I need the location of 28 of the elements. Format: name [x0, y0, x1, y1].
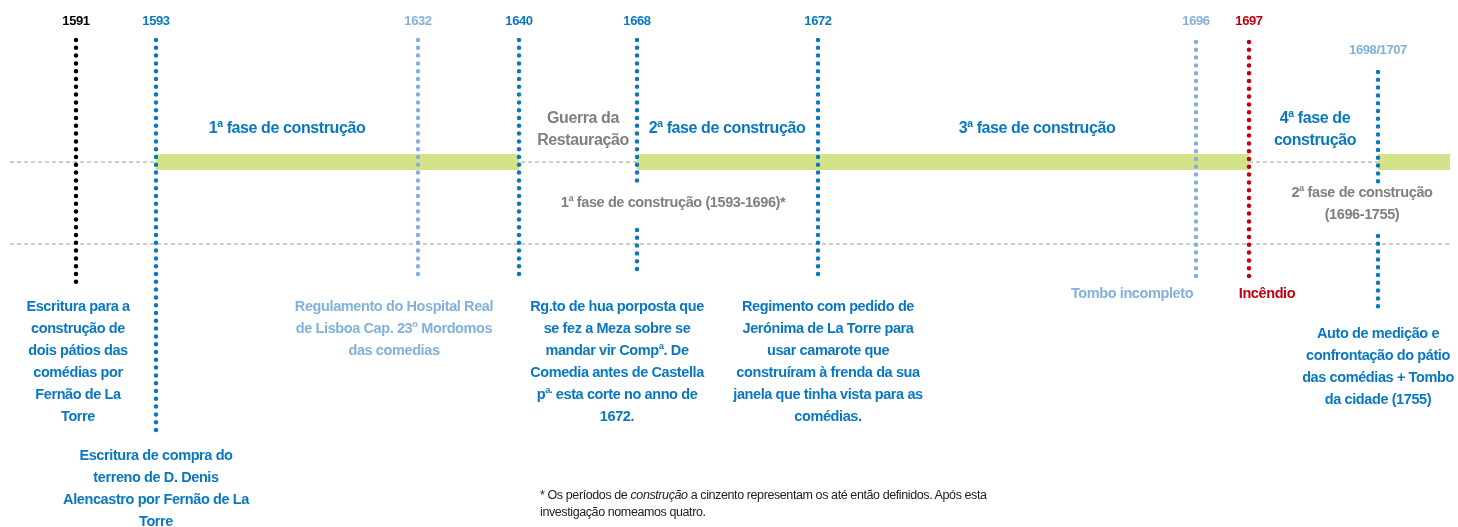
year-label: 1640 — [504, 13, 534, 29]
year-label: 1591 — [61, 13, 91, 29]
year-label: 1672 — [803, 13, 833, 29]
phase-label: 4$^{a}$ fase de construção — [1272, 107, 1358, 150]
event-text: Regimento com pedido de Jerónima de La Torre para usar camarote que construíram à frenda da sua janela que tinha vista para as comédias. — [732, 297, 924, 426]
year-label: 1696 — [1181, 13, 1211, 29]
event-text: Regulamento do Hospital Real de Lisboa Cap. 23$^{o}$ Mordomos das comedias — [293, 297, 495, 360]
former-phase-label: 1$^{a}$ fase de construção (1593-1696)* — [559, 191, 787, 212]
former-phase-label: 2$^{a}$ fase de construção (1696-1755) — [1290, 181, 1434, 224]
event-text: Rg.to de hua porposta que se fez a Meza sobre se mandar vir Comp$^{a}$. De Comedia antes de Castella p$^{a.}$ esta corte no anno de 1672. — [529, 297, 706, 426]
year-label: 1668 — [622, 13, 652, 29]
phase-label: 2$^{a}$ fase de construção — [647, 117, 807, 138]
footnote-text: * Os períodos de construção a cinzento representam os até então definidos. Após esta investigação nomeamos quatro. — [540, 487, 988, 521]
year-label: 1697 — [1234, 13, 1264, 29]
phase-bar — [1378, 154, 1450, 170]
phase-label: 1$^{a}$ fase de construção — [207, 117, 367, 138]
phase-bar — [637, 154, 1249, 170]
phase-label: 3$^{a}$ fase de construção — [957, 117, 1117, 138]
event-text: Auto de medição e confrontação do pátio das comédias + Tombo da cidade (1755) — [1301, 324, 1455, 409]
year-label: 1593 — [141, 13, 171, 29]
year-label: 1632 — [403, 13, 433, 29]
event-text: Escritura de compra do terreno de D. Denis Alencastro por Fernão de La Torre — [62, 446, 251, 527]
phase-bar — [156, 154, 519, 170]
year-label: 1698/1707 — [1348, 42, 1408, 58]
event-text: Tombo incompleto — [1069, 284, 1195, 303]
event-text: Incêndio — [1237, 284, 1297, 303]
event-text: Escritura para a construção de dois pátios das comédias por Fernão de La Torre — [25, 297, 131, 426]
war-label: Guerra da Restauração — [536, 108, 630, 150]
